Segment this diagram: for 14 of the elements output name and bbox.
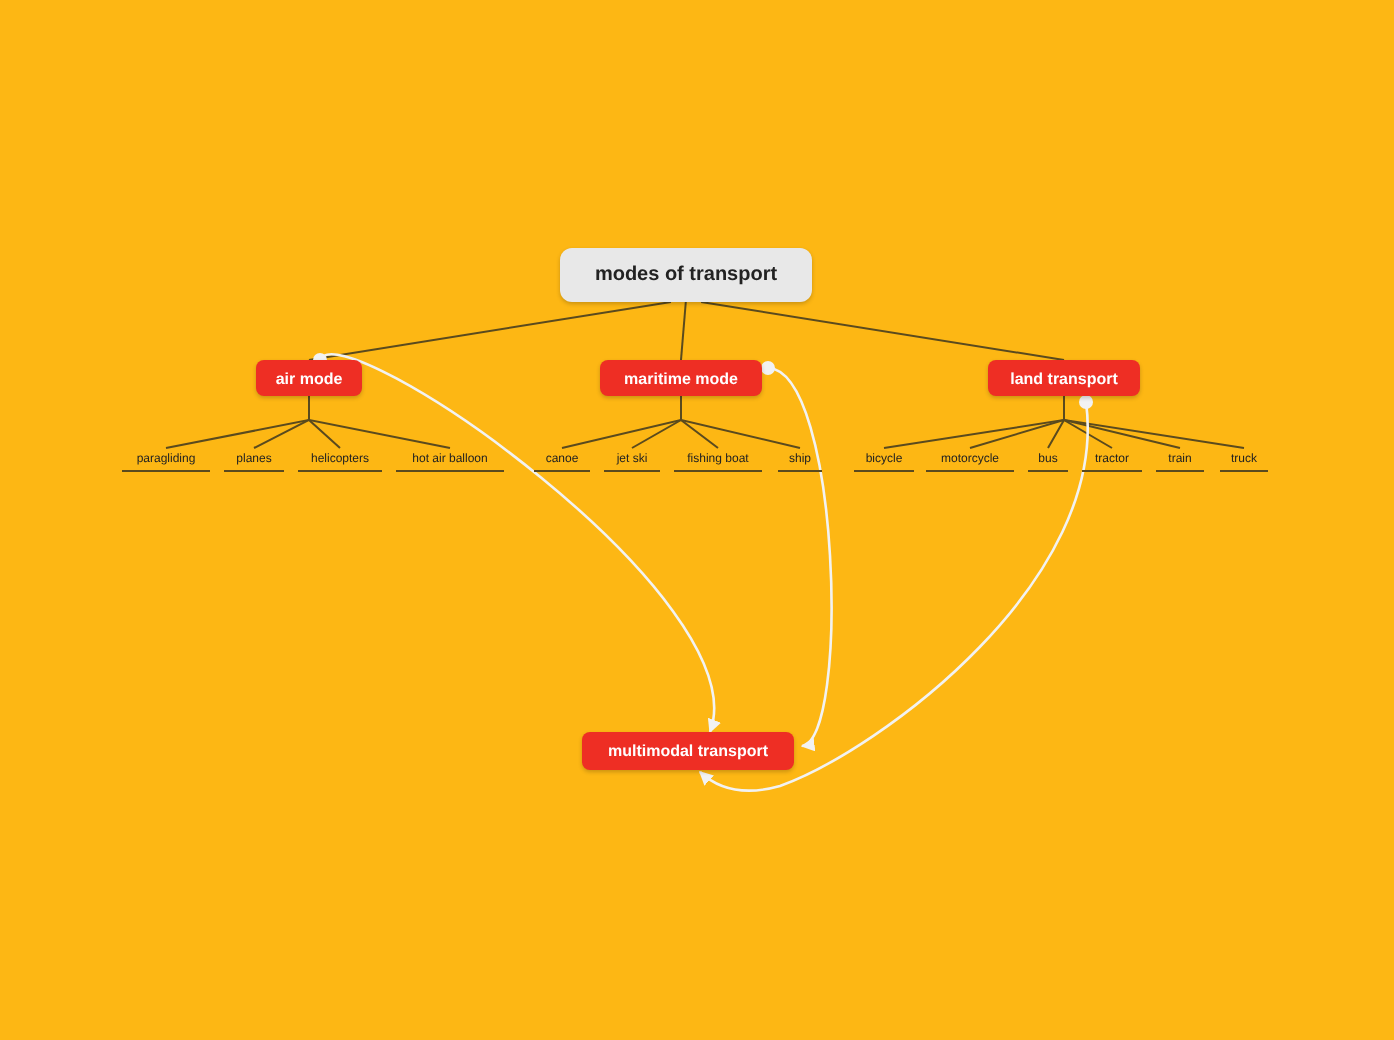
branch-line <box>680 395 801 449</box>
branch-line <box>680 301 687 361</box>
branch-line <box>700 301 1065 361</box>
central-topic: modes of transport <box>560 248 812 302</box>
branch-line <box>1063 395 1245 449</box>
topic-box: air mode <box>256 360 362 396</box>
branch-line <box>308 395 451 449</box>
relationship-arrow <box>313 353 719 734</box>
topic-box: multimodal transport <box>582 732 794 770</box>
branch-line <box>308 301 672 361</box>
topic-box: maritime mode <box>600 360 762 396</box>
relationship-arrow <box>761 361 833 747</box>
topic-box: land transport <box>988 360 1140 396</box>
relationship-arrow <box>698 395 1093 792</box>
